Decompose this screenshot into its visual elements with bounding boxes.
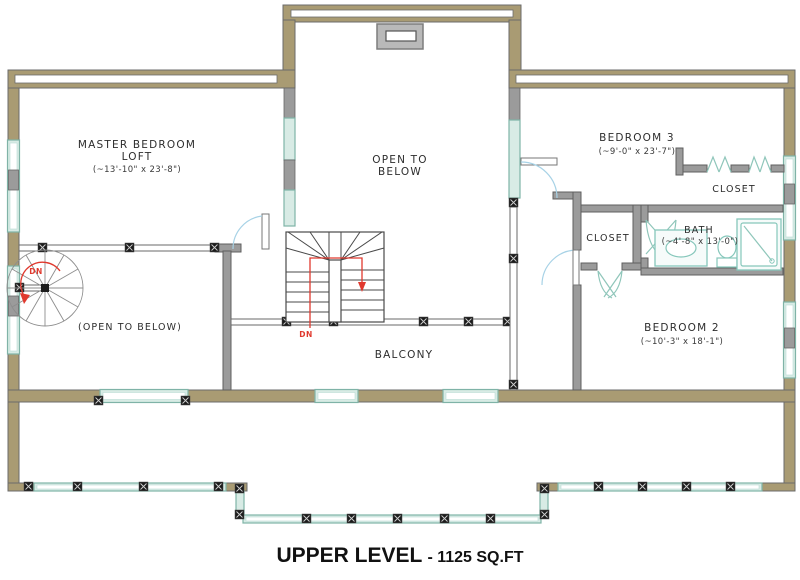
glass-strip-open-area-left [283,117,296,227]
plan-title-suffix: - 1125 SQ.FT [427,549,523,566]
window-right-1 [782,155,797,241]
closet-bedroom3-bifold-doors [706,155,772,173]
bedroom2-door [541,249,580,286]
open-below-center-label-1: OPEN TO [372,154,428,166]
bath-label: BATH [684,225,714,236]
bath-dims: (~4'-8" x 13'-0") [662,237,739,247]
stair-direction-path [309,257,363,328]
spiral-arrow-icon [20,293,30,304]
bedroom3-door [520,157,558,199]
window-south-1 [99,388,189,404]
balcony-label: BALCONY [375,349,434,361]
open-below-center-label-2: BELOW [378,166,422,178]
window-south-3 [442,388,499,404]
open-below-left-label: (OPEN TO BELOW) [78,322,182,333]
master-loft-label-1: MASTER BEDROOM [78,139,196,151]
stair-arrow-icon [358,282,366,292]
bedroom3-dims: (~9'-0" x 23'-7") [599,147,676,157]
open-area-east-railing [508,197,519,391]
bedroom3-label: BEDROOM 3 [599,132,675,144]
closet-hall-label: CLOSET [586,233,630,244]
glass-strip-open-area-right [508,119,521,199]
bath-fixtures [654,218,782,271]
spiral-staircase [6,249,84,327]
spiral-stair-dn-label: DN [29,267,43,276]
plan-title-main: UPPER LEVEL [276,544,422,567]
master-loft-label-2: LOFT [122,151,153,163]
interior-walls [214,147,785,391]
main-stair-dn-label: DN [299,330,313,339]
shower-icon [736,218,782,271]
master-loft-door [232,213,270,250]
main-staircase [285,231,385,328]
spiral-center-post [41,284,49,292]
vanity-sink-icon [654,229,708,267]
fireplace-icon [376,23,424,50]
window-right-2 [782,301,797,379]
bedroom2-label: BEDROOM 2 [644,322,720,334]
bedroom2-dims: (~10'-3" x 18'-1") [641,337,723,347]
master-loft-dims: (~13'-10" x 23'-8") [93,165,181,175]
plan-title: UPPER LEVEL - 1125 SQ.FT [276,544,523,567]
room-labels: MASTER BEDROOM LOFT (~13'-10" x 23'-8") … [29,132,756,361]
toilet-icon [716,235,738,268]
window-left-1 [6,139,21,233]
window-south-2 [314,388,359,404]
spiral-direction-arc [20,261,61,298]
closet-hall-double-doors [597,270,623,299]
deck-railings [23,395,763,524]
closet-bedroom3-label: CLOSET [712,184,756,195]
